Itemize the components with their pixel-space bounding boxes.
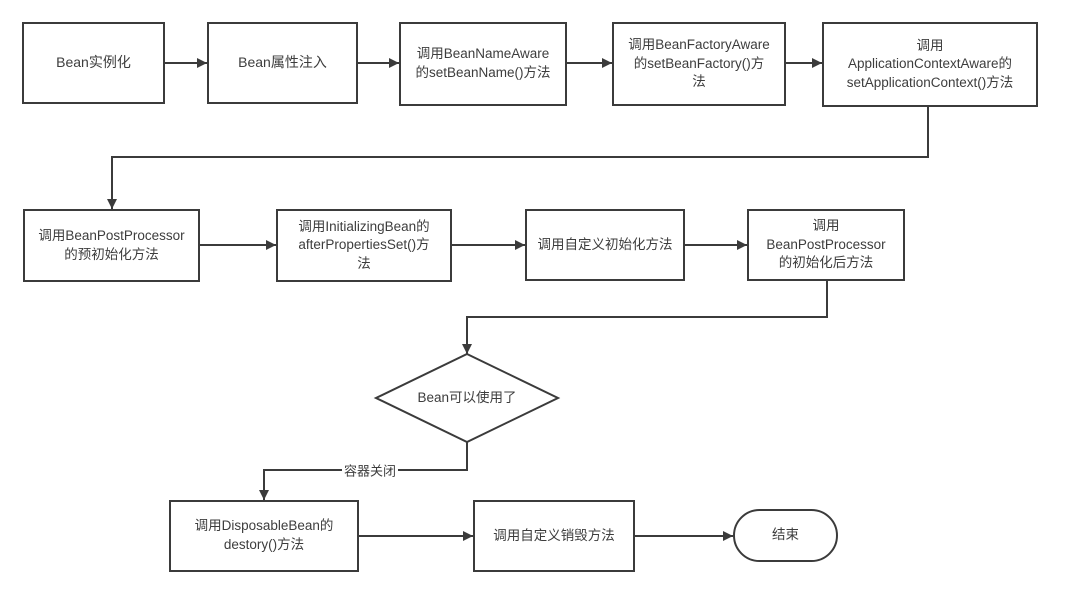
node-label: Bean属性注入 — [238, 54, 327, 71]
node-label: 调用 ApplicationContextAware的 setApplicati… — [846, 37, 1014, 90]
node-label: 调用BeanFactoryAware 的setBeanFactory()方 法 — [628, 37, 770, 90]
node-label: Bean可以使用了 — [417, 389, 517, 405]
node-label: 调用DisposableBean的 destory()方法 — [194, 518, 334, 552]
node-label: Bean实例化 — [56, 54, 131, 71]
node-postprocessor-pre-init: 调用BeanPostProcessor 的预初始化方法 — [23, 209, 200, 282]
node-end-terminal: 结束 — [733, 509, 838, 562]
elbow-postinit-to-decision — [462, 281, 828, 354]
node-label: 调用BeanPostProcessor 的初始化后方法 — [766, 218, 886, 271]
node-label: 调用BeanPostProcessor 的预初始化方法 — [38, 227, 185, 262]
node-label: 调用BeanNameAware 的setBeanName()方法 — [415, 46, 551, 80]
node-label: 调用自定义初始化方法 — [537, 236, 673, 252]
node-bean-ready-decision: Bean可以使用了 — [385, 384, 549, 412]
node-label: 调用自定义销毁方法 — [493, 527, 615, 543]
node-custom-destroy: 调用自定义销毁方法 — [473, 500, 635, 572]
node-bean-name-aware: 调用BeanNameAware 的setBeanName()方法 — [399, 22, 567, 106]
decision-diamond-shape — [373, 352, 561, 444]
node-label: 结束 — [772, 527, 799, 543]
node-property-injection: Bean属性注入 — [207, 22, 358, 104]
node-initializing-bean: 调用InitializingBean的 afterPropertiesSet()… — [276, 209, 452, 282]
node-label: 调用InitializingBean的 afterPropertiesSet()… — [298, 218, 430, 271]
edge-label-container-close: 容器关闭 — [341, 459, 399, 481]
node-bean-instantiation: Bean实例化 — [22, 22, 165, 104]
elbow-appcontextaware-to-preinit — [107, 107, 929, 209]
node-custom-init: 调用自定义初始化方法 — [525, 209, 685, 281]
node-postprocessor-post-init: 调用BeanPostProcessor 的初始化后方法 — [747, 209, 905, 281]
node-disposable-bean: 调用DisposableBean的 destory()方法 — [169, 500, 359, 572]
node-bean-factory-aware: 调用BeanFactoryAware 的setBeanFactory()方 法 — [612, 22, 786, 106]
node-application-context-aware: 调用 ApplicationContextAware的 setApplicati… — [822, 22, 1038, 107]
